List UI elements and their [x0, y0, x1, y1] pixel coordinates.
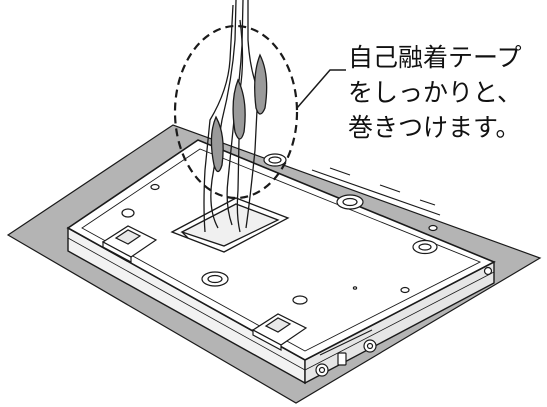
callout-line-3: 巻きつけます。 [348, 113, 521, 142]
cable-opening [170, 197, 290, 253]
tape-wrap-3 [254, 53, 268, 115]
callout-line-2: をしっかりと、 [348, 78, 523, 107]
leader-line [296, 69, 346, 109]
callout-text: 自己融着テープ をしっかりと、 巻きつけます。 [348, 40, 543, 145]
front-connectors [315, 266, 493, 377]
tape-wrap-2 [232, 78, 246, 140]
tape-wraps [210, 53, 268, 173]
device-inner-rim [81, 148, 482, 352]
screw-holes [121, 153, 438, 305]
device-top-face [66, 139, 496, 361]
highlight-circle [173, 24, 299, 200]
latch-right [251, 313, 308, 352]
side-vents [311, 167, 441, 356]
latch-left [101, 225, 158, 264]
tape-wrap-1 [210, 115, 224, 173]
callout-line-1: 自己融着テープ [348, 43, 522, 72]
